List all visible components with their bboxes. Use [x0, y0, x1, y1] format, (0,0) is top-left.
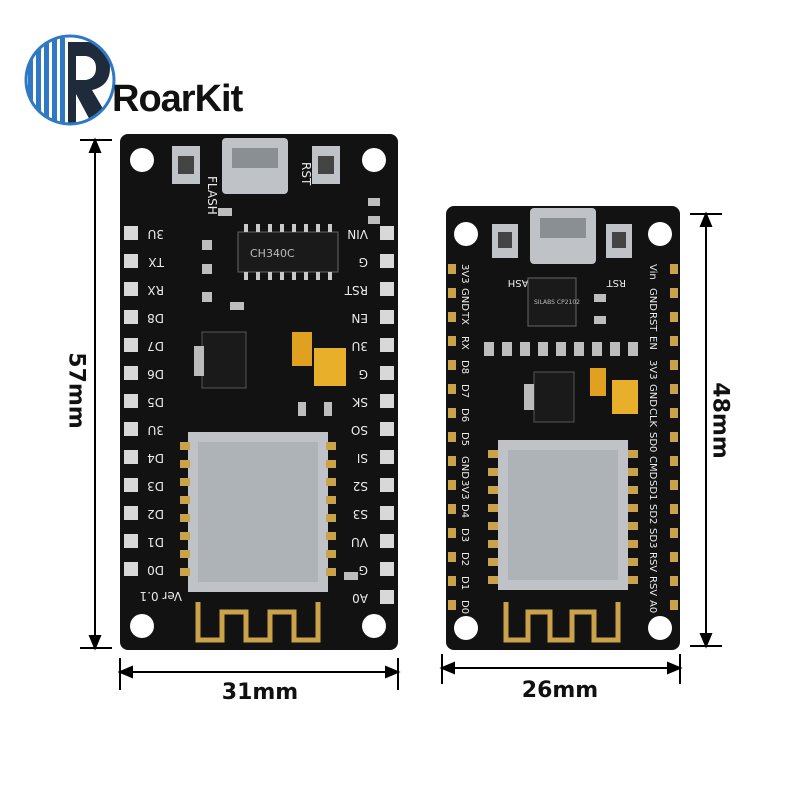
pcb-antenna [498, 594, 628, 646]
pin-label: RST [344, 283, 368, 297]
pin-label: GND [459, 288, 470, 311]
cp2102-chip [527, 277, 577, 327]
pin-label: D5 [147, 395, 164, 409]
pin-label: GND [647, 384, 658, 407]
pin-label: S3 [353, 507, 368, 521]
pin-label: VU [351, 535, 368, 549]
pin-label: TX [148, 255, 165, 269]
pin-label: VIN [347, 227, 368, 241]
pin-label: A0 [352, 591, 368, 605]
pin-label: GND [647, 288, 658, 311]
right-board-right-pin-labels: Vin GND RST EN 3V3 GND CLK SD0 CMD SD1 S… [647, 264, 658, 613]
pin-label: RSV [647, 576, 658, 596]
capacitor [612, 380, 638, 414]
right-board-nodemcu-cp2102: FLASH RST SILABS CP2102 3V3 GND TX RX D8… [446, 206, 680, 650]
pin-label: D1 [459, 576, 470, 590]
pin-label: D7 [147, 339, 164, 353]
pin-label: GND [459, 456, 470, 479]
pin-label: 3V3 [459, 480, 470, 500]
pin-label: 3V3 [647, 360, 658, 380]
pin-label: SK [351, 395, 368, 409]
pin-label: D3 [459, 528, 470, 542]
pin-label: D2 [147, 507, 164, 521]
capacitor [590, 368, 606, 396]
pin-label: Vin [647, 264, 658, 280]
pin-label: S2 [353, 479, 368, 493]
pin-label: SI [357, 451, 368, 465]
pin-label: 3V3 [459, 264, 470, 284]
right-flash-label: FLASH [508, 277, 540, 288]
left-board-nodemcu-ch340: FLASH RST CH340C Ver 0.1 3U TX RX D8 D7 … [120, 134, 398, 650]
brand-name: RoarKit [112, 78, 243, 120]
mounting-hole [454, 616, 478, 640]
mounting-hole [362, 614, 386, 638]
pin-label: D0 [459, 600, 470, 614]
pin-label: G [359, 367, 368, 381]
ch340-chip [237, 231, 339, 273]
left-pin-header [124, 226, 138, 576]
right-rst-label: RST [606, 277, 626, 288]
pin-label: SD0 [647, 432, 658, 452]
right-pin-labels: VIN G RST EN 3U G SK SO SI S2 S3 VU G A0 [344, 227, 368, 605]
left-pin-header [448, 264, 456, 610]
pin-label: RX [459, 336, 470, 350]
right-pin-header [670, 264, 678, 610]
pin-label: TX [459, 311, 470, 325]
right-pin-header [380, 226, 394, 604]
pin-label: EN [647, 336, 658, 350]
capacitor [292, 332, 312, 366]
pin-label: SD3 [647, 528, 658, 548]
pin-label: 3U [148, 227, 164, 241]
pin-label: D3 [147, 479, 164, 493]
mounting-hole [130, 148, 154, 172]
brand-logo [22, 32, 118, 128]
pin-label: CLK [647, 408, 658, 428]
pin-label: D0 [147, 563, 164, 577]
mounting-hole [648, 616, 672, 640]
pin-label: D7 [459, 384, 470, 398]
pin-label: D8 [147, 311, 164, 325]
pin-label: G [359, 255, 368, 269]
dimension-label-31mm: 31mm [221, 680, 299, 705]
pin-label: D6 [459, 408, 470, 422]
left-pin-labels: 3U TX RX D8 D7 D6 D5 3U D4 D3 D2 D1 D0 [147, 227, 165, 577]
pin-label: SO [351, 423, 368, 437]
mounting-hole [648, 222, 672, 246]
left-flash-label: FLASH [205, 176, 219, 215]
pin-label: D6 [147, 367, 164, 381]
pin-label: G [359, 563, 368, 577]
pin-label: RSV [647, 552, 658, 572]
pin-label: D8 [459, 360, 470, 374]
pin-label: RX [147, 283, 164, 297]
pin-label: 3U [148, 423, 164, 437]
pin-label: D2 [459, 552, 470, 566]
pin-label: D4 [459, 504, 470, 518]
dimension-label-57mm: 57mm [63, 352, 89, 429]
pin-label: D1 [147, 535, 164, 549]
mounting-hole [130, 614, 154, 638]
pin-label: 3U [352, 339, 368, 353]
pin-label: D4 [147, 451, 164, 465]
right-chip-label: SILABS CP2102 [534, 299, 580, 306]
left-chip-label: CH340C [250, 247, 295, 260]
pin-label: SD1 [647, 480, 658, 500]
pin-label: CMD [647, 456, 658, 480]
voltage-regulator [533, 371, 575, 423]
left-version-label: Ver 0.1 [140, 589, 183, 603]
dimension-label-48mm: 48mm [707, 382, 733, 459]
pin-label: EN [351, 311, 368, 325]
pin-label: RST [647, 312, 658, 332]
roarkit-logo-icon [24, 34, 116, 126]
dimension-label-26mm: 26mm [521, 678, 599, 703]
mounting-hole [454, 222, 478, 246]
pin-label: SD2 [647, 504, 658, 524]
pin-label: A0 [647, 600, 658, 613]
pin-label: D5 [459, 432, 470, 446]
mounting-hole [362, 148, 386, 172]
right-board-left-pin-labels: 3V3 GND TX RX D8 D7 D6 D5 GND 3V3 D4 D3 … [459, 264, 470, 614]
left-rst-label: RST [299, 162, 313, 186]
capacitor [314, 348, 346, 386]
